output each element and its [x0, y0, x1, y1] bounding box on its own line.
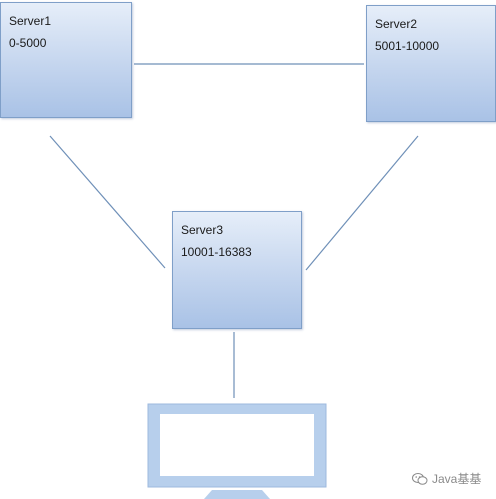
server1-box: Server1 0-5000 — [0, 2, 132, 118]
link-server2-server3 — [305, 135, 419, 271]
watermark-text: Java基基 — [432, 472, 482, 486]
server2-box: Server2 5001-10000 — [366, 5, 496, 122]
link-server1-server3 — [49, 135, 166, 269]
watermark: Java基基 — [412, 470, 481, 487]
server3-slot-range: 10001-16383 — [181, 245, 252, 259]
server1-slot-range: 0-5000 — [9, 36, 47, 50]
server3-name: Server3 — [181, 223, 224, 237]
server1-name: Server1 — [9, 14, 52, 28]
monitor-stand — [204, 490, 270, 499]
monitor-screen — [160, 414, 314, 476]
server2-slot-range: 5001-10000 — [375, 39, 440, 53]
server2-name: Server2 — [375, 17, 418, 31]
wechat-icon — [412, 472, 428, 485]
monitor-icon — [147, 403, 327, 499]
server3-box: Server3 10001-16383 — [172, 211, 302, 329]
